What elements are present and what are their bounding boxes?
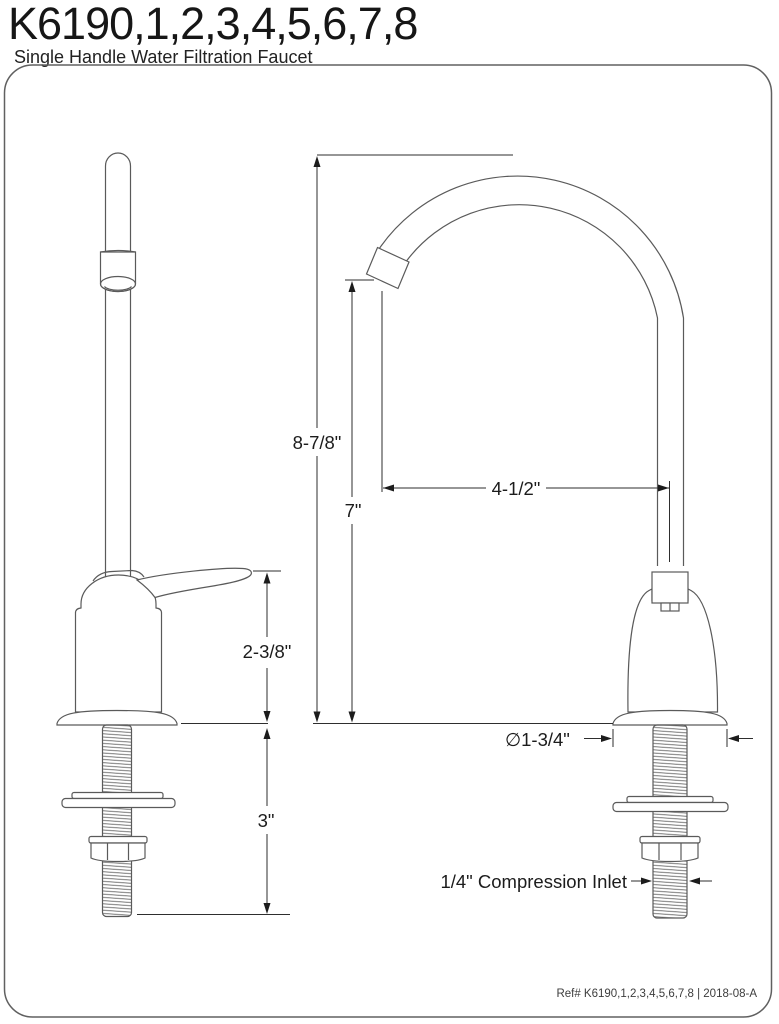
reference-number: Ref# K6190,1,2,3,4,5,6,7,8 | 2018-08-A (556, 988, 757, 1000)
dim-shank-length: 3" (258, 728, 275, 914)
gooseneck-outer-edge (378, 175, 685, 566)
page-subtitle: Single Handle Water Filtration Faucet (14, 47, 313, 67)
washer-left (61, 791, 176, 809)
dim-spout-reach: 4-1/2" (381, 291, 670, 562)
dim-spout-height-label: 7" (345, 500, 362, 521)
spout-connector (651, 571, 689, 612)
gooseneck-inner-edge (406, 204, 659, 566)
threaded-shank-right (652, 724, 688, 919)
riser-collar (99, 249, 137, 293)
dim-overall-height-label: 8-7/8" (293, 432, 342, 453)
dim-spout-height: 7" (345, 279, 374, 723)
handle-lever (92, 567, 252, 599)
base-flange-left (56, 709, 178, 726)
page-title: K6190,1,2,3,4,5,6,7,8 (8, 0, 418, 49)
dim-handle-height-label: 2-3/8" (243, 641, 292, 662)
riser-tube (104, 152, 132, 577)
dim-overall-height: 8-7/8" (293, 154, 513, 723)
mounting-nut-left (88, 835, 148, 863)
title-block: K6190,1,2,3,4,5,6,7,8 Single Handle Wate… (8, 0, 418, 67)
spout-nozzle (365, 246, 410, 290)
dim-base-diameter: ∅1-3/4" (505, 729, 753, 750)
base-flange-right (612, 709, 728, 726)
dim-shank-length-label: 3" (258, 810, 275, 831)
drawing-frame-border (3, 64, 773, 1018)
threaded-shank-left (101, 724, 133, 918)
faucet-body (74, 574, 163, 713)
inlet-label: 1/4" Compression Inlet (440, 871, 627, 892)
counter-surface-lines (137, 723, 613, 915)
dim-spout-reach-label: 4-1/2" (492, 478, 541, 499)
dim-handle-height: 2-3/8" (243, 570, 292, 722)
mounting-nut-right (639, 835, 701, 863)
dim-base-diameter-label: ∅1-3/4" (505, 729, 570, 750)
washer-right (612, 795, 729, 813)
faucet-gooseneck-view (365, 175, 729, 919)
dim-compression-inlet: 1/4" Compression Inlet (440, 871, 712, 892)
faucet-side-view (56, 152, 252, 918)
